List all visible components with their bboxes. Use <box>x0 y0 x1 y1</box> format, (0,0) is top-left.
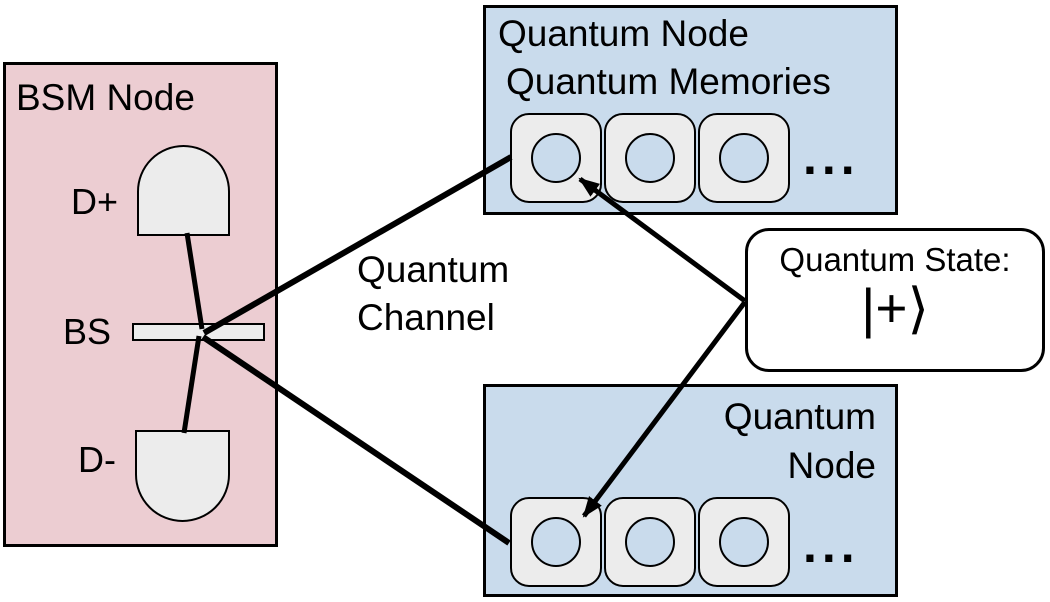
quantum-memory-cell <box>604 497 696 587</box>
top-memories-ellipsis: ... <box>803 129 860 185</box>
quantum-memory-cell <box>698 497 790 587</box>
beam-splitter-icon <box>132 323 265 341</box>
top-quantum-node-subtitle: Quantum Memories <box>506 61 831 102</box>
quantum-memory-cell <box>604 113 696 203</box>
quantum-memory-cell <box>698 113 790 203</box>
quantum-channel-label: Quantum Channel <box>357 246 509 342</box>
quantum-memory-cell <box>510 497 602 587</box>
quantum-memory-circle <box>625 517 675 567</box>
quantum-memory-circle <box>531 133 581 183</box>
bottom-quantum-node-title-line1: Quantum <box>723 396 876 437</box>
top-quantum-node-titles: Quantum Node Quantum Memories <box>498 10 831 106</box>
detector-plus-label: D+ <box>71 181 119 222</box>
quantum-memory-circle <box>719 133 769 183</box>
beam-splitter-label: BS <box>63 311 112 352</box>
detector-minus-icon <box>135 430 230 522</box>
quantum-channel-label-line1: Quantum <box>357 249 510 290</box>
bottom-memory-row <box>510 497 790 587</box>
bottom-memories-ellipsis: ... <box>803 517 860 573</box>
quantum-memory-cell <box>510 113 602 203</box>
top-quantum-node-title: Quantum Node <box>498 13 749 54</box>
quantum-state-callout-title: Quantum State: <box>779 241 1011 278</box>
quantum-memory-circle <box>719 517 769 567</box>
quantum-state-callout: Quantum State: |+⟩ <box>745 228 1045 372</box>
quantum-memory-circle <box>625 133 675 183</box>
top-memory-row <box>510 113 790 203</box>
detector-plus-icon <box>137 145 230 236</box>
quantum-channel-label-line2: Channel <box>357 297 495 338</box>
bottom-quantum-node-titles: Quantum Node <box>483 392 876 490</box>
bottom-quantum-node-title-line2: Node <box>787 445 876 486</box>
quantum-state-ket: |+⟩ <box>861 277 929 339</box>
bsm-node-title: BSM Node <box>16 77 195 118</box>
detector-minus-label: D- <box>78 439 116 480</box>
quantum-memory-circle <box>531 517 581 567</box>
